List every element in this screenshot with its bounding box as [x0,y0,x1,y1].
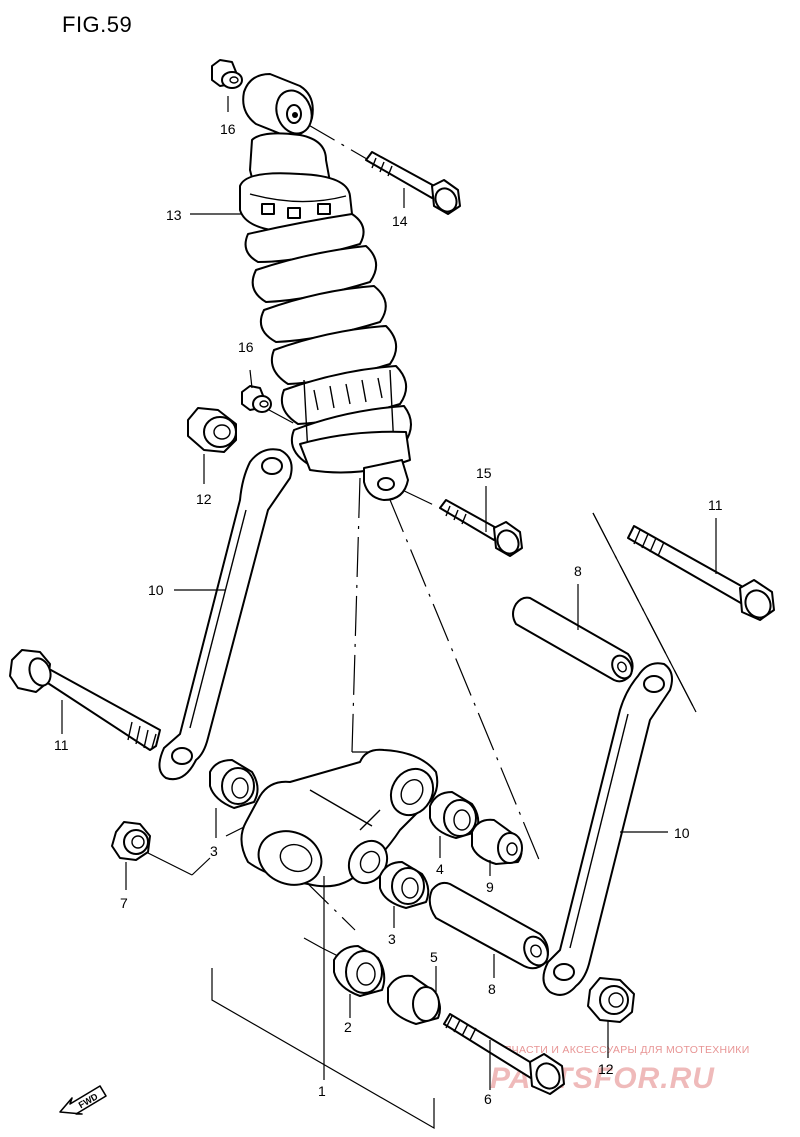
sleeve-8-upper [512,596,634,683]
callout-9: 9 [486,879,494,895]
bushing-4 [429,791,480,839]
callout-10-left: 10 [148,582,164,598]
callout-8-lower: 8 [488,981,496,997]
callout-16-lower: 16 [238,339,254,355]
nut-12-right [587,977,635,1023]
watermark-tagline: ЗАПЧАСТИ И АКСЕССУАРЫ ДЛЯ МОТОТЕХНИКИ [490,1044,750,1056]
callout-13: 13 [166,207,182,223]
nut-16-upper [211,59,243,89]
callout-11-left: 11 [54,737,69,753]
bolt-14 [365,151,461,215]
fwd-arrow-icon: FWD [59,1085,107,1115]
callout-4: 4 [436,861,444,877]
callout-16-upper: 16 [220,121,236,137]
nut-12-left [187,407,237,453]
callout-labels: 16 13 14 16 12 15 11 8 10 11 10 3 4 9 7 … [54,121,723,1107]
callout-leaders [61,96,717,1090]
bolt-11-left [9,649,161,751]
callout-15: 15 [476,465,492,481]
rear-shock-absorber [239,73,412,501]
callout-7: 7 [120,895,128,911]
callout-14: 14 [392,213,408,229]
callout-8-upper: 8 [574,563,582,579]
callout-12-left: 12 [196,491,212,507]
callout-1: 1 [318,1083,326,1099]
callout-11-right: 11 [708,497,723,513]
callout-2: 2 [344,1019,352,1035]
nut-7 [111,821,151,861]
sleeve-8-lower [428,881,549,970]
bolt-11-right [627,525,775,621]
cushion-lever-1 [240,748,439,888]
callout-5: 5 [430,949,438,965]
bolt-15 [439,499,523,557]
nut-16-lower [241,385,272,413]
bushing-3-upper [209,759,259,809]
tie-rod-10-left [158,448,293,781]
callout-3-lower: 3 [388,931,396,947]
spacer-5 [387,974,441,1025]
bolt-6 [443,1013,565,1095]
tie-rod-10-right [542,662,673,996]
figure-title: FIG.59 [62,12,133,37]
callout-3-upper: 3 [210,843,218,859]
spacer-9 [471,818,523,865]
part-group-bracket [211,968,435,1130]
bushing-2 [333,945,386,997]
callout-6: 6 [484,1091,492,1107]
watermark: ЗАПЧАСТИ И АКСЕССУАРЫ ДЛЯ МОТОТЕХНИКИ PA… [490,1044,750,1095]
callout-12-right: 12 [598,1061,614,1077]
callout-10-right: 10 [674,825,690,841]
bushing-3-lower [379,861,430,909]
